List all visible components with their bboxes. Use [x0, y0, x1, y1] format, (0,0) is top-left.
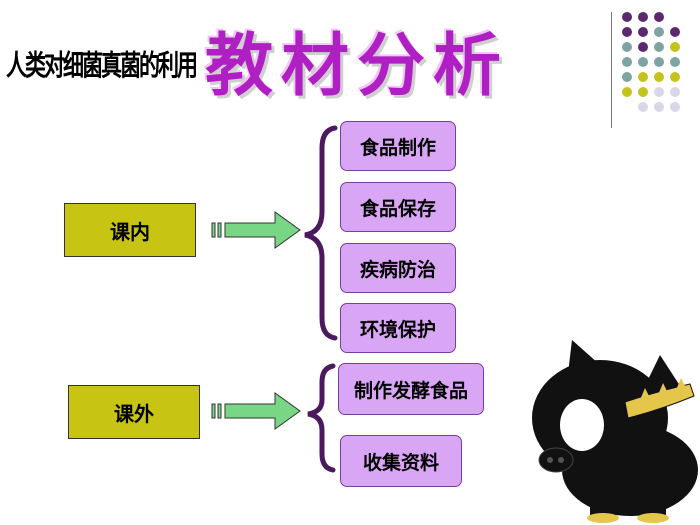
decor-dot [622, 12, 632, 22]
decor-dot [670, 42, 680, 52]
decor-dot [622, 42, 632, 52]
decor-dot [638, 87, 648, 97]
decor-dot [638, 102, 648, 112]
topic-item: 收集资料 [340, 435, 462, 487]
topic-item: 食品保存 [340, 182, 456, 232]
slide-title: 教材分析 [205, 26, 510, 106]
decor-dot [622, 57, 632, 67]
decor-dot [654, 57, 664, 67]
decor-dot [654, 72, 664, 82]
topic-item: 疾病防治 [340, 243, 456, 293]
group-label-text: 课内 [110, 219, 150, 244]
topic-item-label: 食品保存 [359, 197, 436, 220]
topic-item: 制作发酵食品 [338, 363, 484, 415]
decor-dot [622, 27, 632, 37]
decor-dot [670, 27, 680, 37]
decor-dot [622, 87, 632, 97]
decor-divider-line [611, 12, 612, 128]
decor-dot [638, 42, 648, 52]
slide-subtitle: 人类对细菌真菌的利用 [6, 49, 198, 82]
group-label-text: 课外 [114, 401, 154, 426]
decor-dot [654, 102, 664, 112]
arrow-right-icon [211, 211, 301, 249]
decor-dot [654, 87, 664, 97]
decor-dot [670, 57, 680, 67]
decor-dot [622, 72, 632, 82]
brace-icon [307, 363, 336, 473]
topic-item-label: 制作发酵食品 [353, 379, 468, 402]
decor-dot [638, 57, 648, 67]
decor-dot [670, 72, 680, 82]
topic-item-label: 环境保护 [359, 318, 436, 341]
decor-dot [654, 42, 664, 52]
topic-item-label: 食品制作 [359, 136, 436, 159]
cartoon-pig-icon [532, 340, 698, 523]
decor-dot [654, 27, 664, 37]
decor-dot [654, 12, 664, 22]
decor-dot [638, 72, 648, 82]
decor-dot [670, 102, 680, 112]
group-label-box: 课外 [68, 385, 200, 439]
brace-icon [304, 125, 338, 341]
arrow-right-icon [211, 392, 301, 430]
topic-item: 环境保护 [340, 303, 456, 353]
topic-item-label: 收集资料 [362, 451, 439, 474]
decor-dot [638, 12, 648, 22]
group-label-box: 课内 [64, 203, 196, 257]
topic-item: 食品制作 [340, 121, 456, 171]
decor-dot [638, 27, 648, 37]
topic-item-label: 疾病防治 [359, 258, 436, 281]
decor-dot [670, 87, 680, 97]
